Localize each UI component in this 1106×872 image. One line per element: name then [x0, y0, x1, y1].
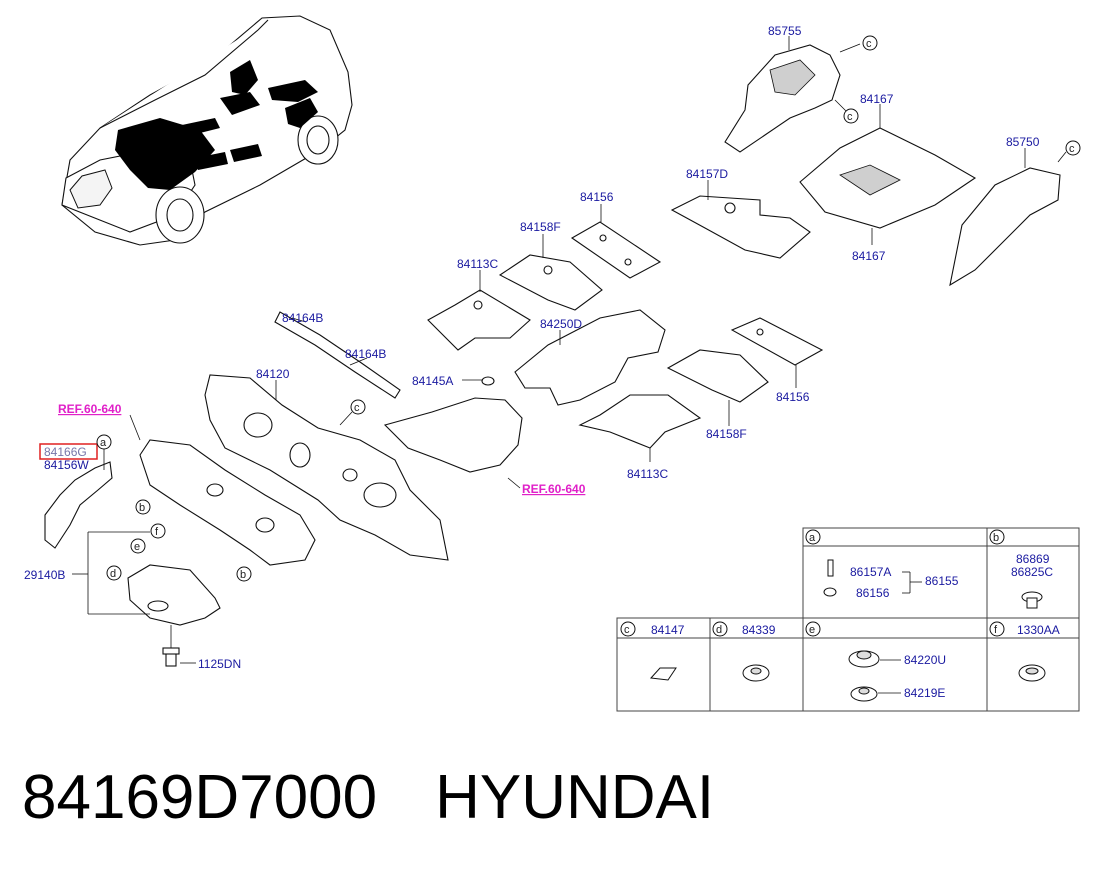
table-cell-b: b 86869 86825C: [989, 529, 1053, 609]
svg-text:d: d: [110, 568, 116, 580]
part-84250D-shape[interactable]: [514, 309, 666, 406]
svg-text:d: d: [716, 624, 722, 636]
label-84120: 84120: [256, 367, 290, 381]
label-84145A: 84145A: [412, 374, 453, 388]
part-84164B-shape[interactable]: [274, 311, 401, 399]
label-86825C: 86825C: [1011, 565, 1053, 579]
part-84113C-top-shape[interactable]: [427, 289, 531, 351]
part-84120-shape[interactable]: [204, 374, 449, 561]
bolt-1125DN-shape[interactable]: [162, 647, 180, 667]
callout-c-84120: c: [350, 399, 366, 415]
label-86155: 86155: [925, 574, 959, 588]
part-85755-shape[interactable]: [724, 44, 841, 153]
svg-text:c: c: [866, 38, 872, 50]
label-84164B-b: 84164B: [345, 347, 386, 361]
part-84157D-shape[interactable]: [670, 195, 811, 259]
part-tunnel-shape[interactable]: [383, 397, 523, 473]
svg-text:b: b: [240, 569, 246, 581]
callout-a-84156W: a: [96, 434, 112, 450]
table-cell-e: e 84220U 84219E: [805, 621, 946, 702]
label-86157A: 86157A: [850, 565, 891, 579]
label-84166G: 84166G: [44, 445, 87, 459]
svg-text:c: c: [1069, 143, 1075, 155]
callout-e-29140B: e: [130, 538, 146, 554]
ref-link-right[interactable]: REF.60-640: [522, 482, 586, 496]
label-84157D: 84157D: [686, 167, 728, 181]
ref-link-left[interactable]: REF.60-640: [58, 402, 122, 416]
svg-text:b: b: [139, 502, 145, 514]
clip-86157A-icon: [827, 559, 834, 577]
table-cell-d: d 84339: [712, 621, 776, 682]
svg-text:c: c: [354, 402, 360, 414]
label-84167-bottom: 84167: [852, 249, 886, 263]
label-29140B: 29140B: [24, 568, 65, 582]
svg-text:f: f: [994, 624, 998, 636]
footer-part-number: 84169D7000: [22, 763, 378, 832]
svg-text:a: a: [809, 532, 816, 544]
footer-caption: 84169D7000 HYUNDAI: [22, 762, 714, 842]
part-84145A-shape[interactable]: [481, 376, 495, 386]
clip-86156-icon: [823, 587, 837, 597]
part-84156-right-shape[interactable]: [730, 317, 824, 366]
label-1330AA: 1330AA: [1017, 623, 1060, 637]
svg-text:e: e: [809, 624, 815, 636]
fastener-table: a 86157A 86156 86155 b 86869 86825C c 84…: [616, 527, 1080, 712]
callout-d-29140B: d: [106, 565, 122, 581]
highlight-box-84166G: [39, 443, 98, 460]
footer-brand: HYUNDAI: [435, 763, 715, 832]
table-cell-c: c 84147: [620, 621, 685, 681]
label-86869: 86869: [1016, 552, 1050, 566]
table-cell-f: f 1330AA: [989, 621, 1060, 682]
svg-text:e: e: [134, 541, 140, 553]
label-84167-top: 84167: [860, 92, 894, 106]
label-84158F-bottom: 84158F: [706, 427, 747, 441]
callout-c-85750: c: [1065, 140, 1081, 156]
callout-b-right: b: [236, 566, 252, 582]
label-84220U: 84220U: [904, 653, 946, 667]
svg-text:f: f: [155, 526, 159, 538]
label-86156: 86156: [856, 586, 890, 600]
part-insulator-center-shape[interactable]: [139, 439, 316, 566]
label-84219E: 84219E: [904, 686, 945, 700]
label-84156-top: 84156: [580, 190, 614, 204]
part-85750-shape[interactable]: [949, 167, 1061, 287]
label-84147: 84147: [651, 623, 685, 637]
callout-c-84167: c: [843, 108, 859, 124]
part-29140B-shape[interactable]: [127, 564, 221, 626]
svg-text:b: b: [993, 532, 999, 544]
label-84113C-bottom: 84113C: [627, 467, 668, 481]
car-illustration: [61, 15, 353, 246]
callout-b-left: b: [135, 499, 151, 515]
part-84156-top-shape[interactable]: [570, 221, 662, 279]
label-84113C-top: 84113C: [457, 257, 498, 271]
svg-text:c: c: [847, 111, 853, 123]
part-84113C-bot-shape[interactable]: [578, 394, 702, 449]
svg-text:c: c: [624, 624, 630, 636]
label-85750: 85750: [1006, 135, 1040, 149]
part-84167-shape[interactable]: [799, 127, 977, 229]
leader-lines: [72, 36, 1067, 664]
table-cell-a: a 86157A 86156 86155: [805, 529, 959, 600]
label-84339: 84339: [742, 623, 776, 637]
label-1125DN: 1125DN: [198, 657, 241, 671]
label-85755: 85755: [768, 24, 802, 38]
grommet-84147-icon: [649, 667, 677, 681]
parts-diagram: 85755 84167 84167 85750 84157D 84156 841…: [24, 15, 1081, 712]
label-84156W: 84156W: [44, 458, 89, 472]
label-84156-right: 84156: [776, 390, 810, 404]
label-84250D: 84250D: [540, 317, 582, 331]
part-84158F-bot-shape[interactable]: [666, 349, 769, 403]
part-84156W-shape[interactable]: [44, 461, 113, 549]
svg-text:a: a: [100, 437, 107, 449]
callout-f-29140B: f: [150, 523, 166, 539]
label-84158F-top: 84158F: [520, 220, 561, 234]
label-84164B-a: 84164B: [282, 311, 323, 325]
callout-c-85755: c: [862, 35, 878, 51]
part-84158F-top-shape[interactable]: [498, 254, 603, 311]
